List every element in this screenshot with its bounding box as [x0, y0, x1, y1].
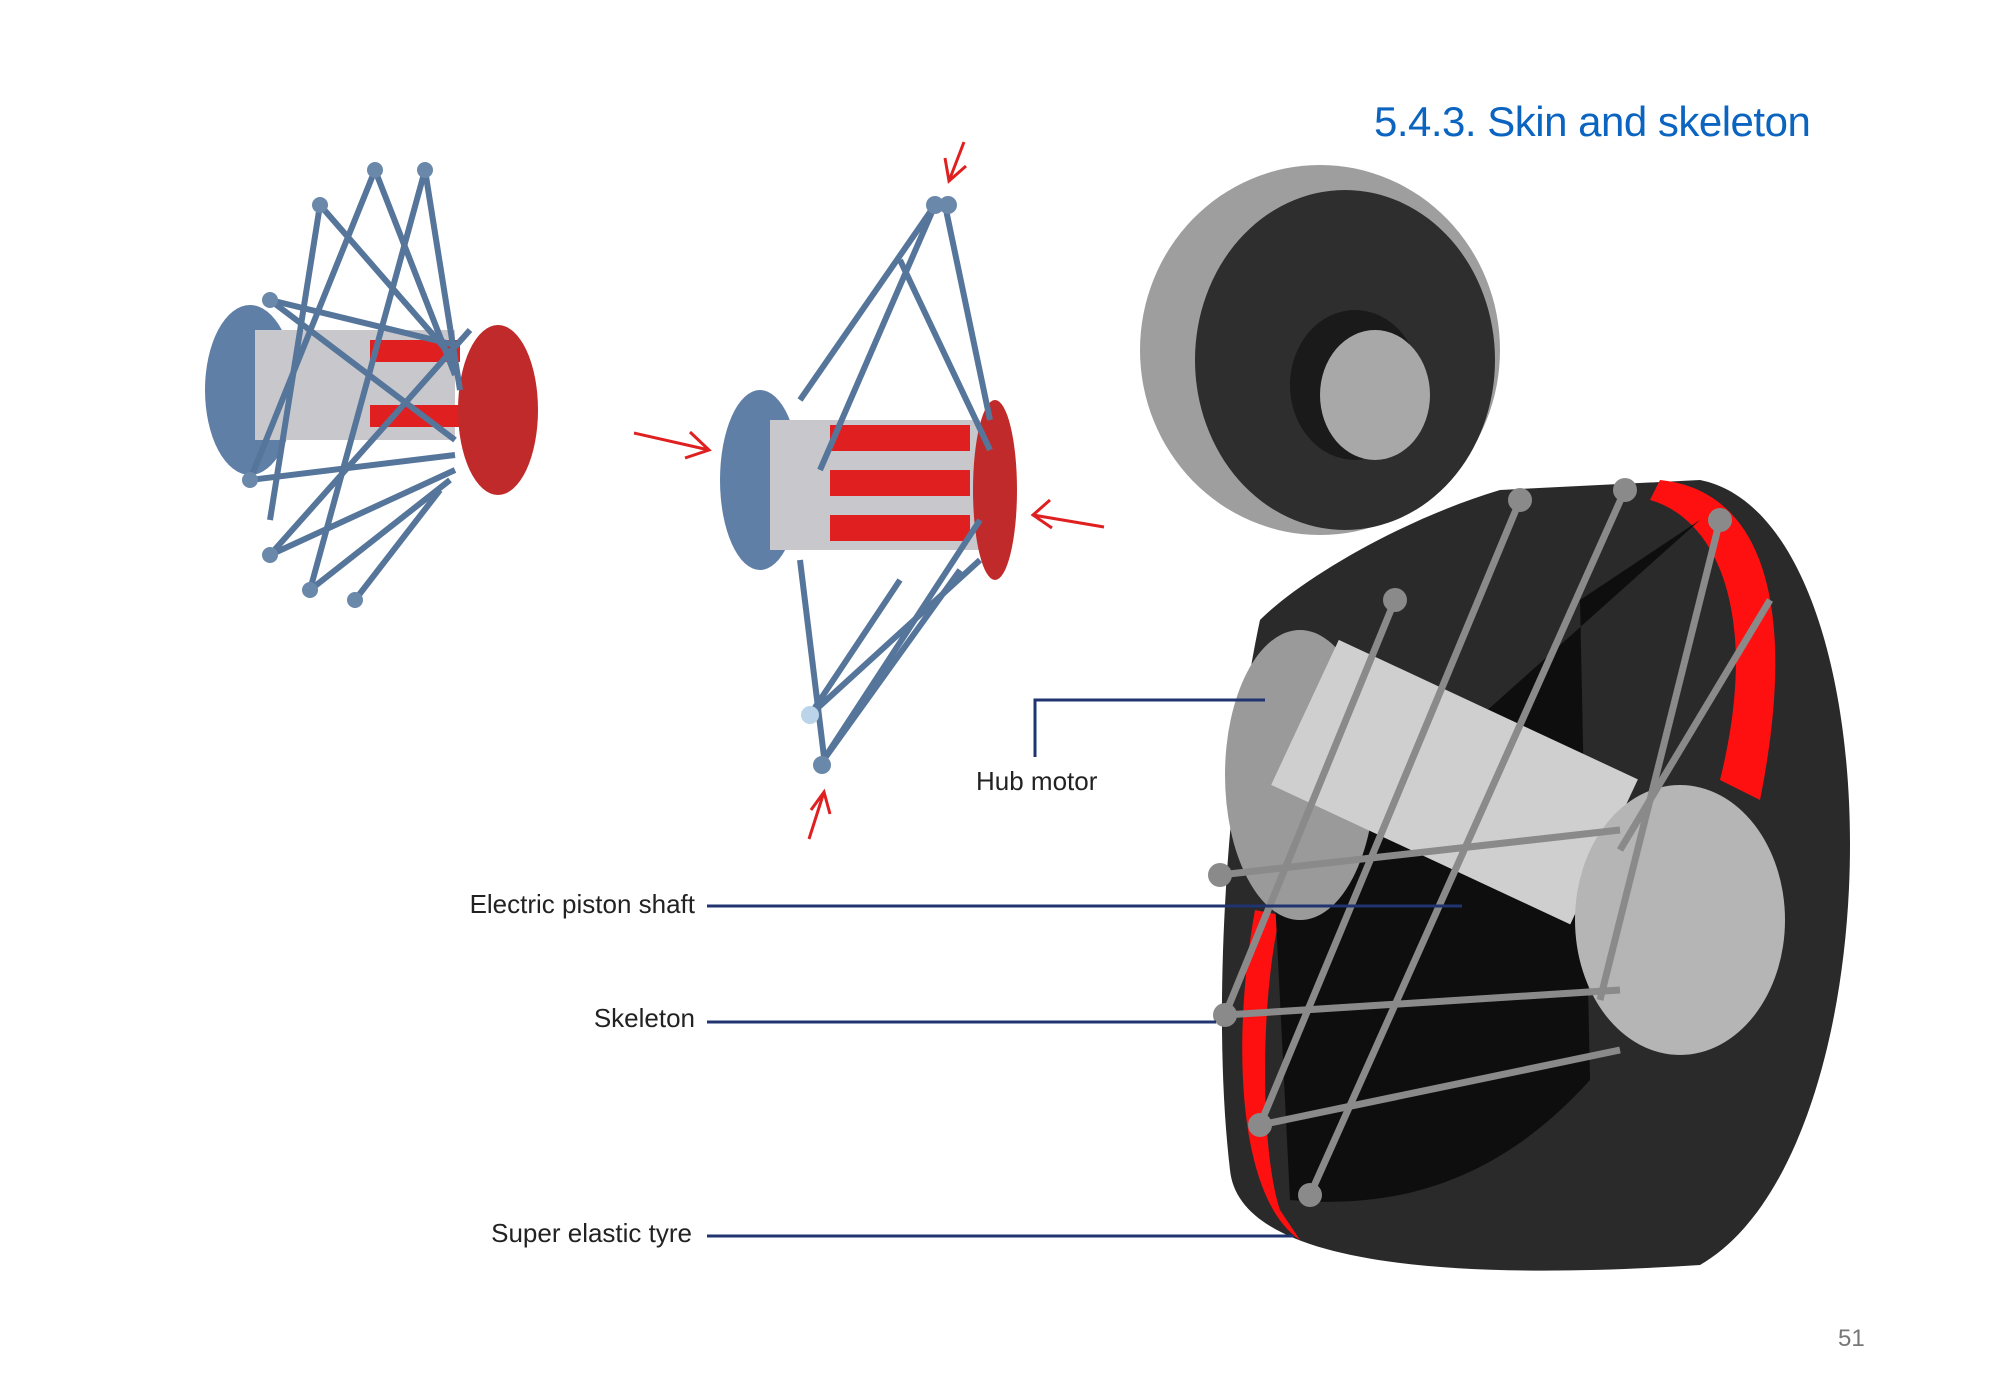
- section-title: 5.4.3. Skin and skeleton: [1374, 98, 1811, 145]
- arrow-icon: [807, 788, 832, 840]
- piston-shaft-label: Electric piston shaft: [469, 889, 695, 919]
- arrow-icon: [943, 141, 967, 184]
- wheel-cutaway: [1208, 478, 1850, 1271]
- skeleton-label: Skeleton: [593, 1003, 695, 1033]
- hub-motor-leader-line: [1033, 698, 1265, 757]
- arrow-icon: [633, 430, 712, 460]
- compression-arrows: [633, 141, 1105, 840]
- wheel-skeleton-compressed: [720, 196, 1017, 774]
- tyre-wheel: [1140, 165, 1500, 535]
- tyre-label: Super elastic tyre: [491, 1218, 692, 1248]
- arrow-icon: [1030, 498, 1105, 530]
- page-number: 51: [1838, 1325, 1865, 1352]
- wheel-skeleton-extended: [205, 162, 538, 608]
- hub-motor-label: Hub motor: [976, 766, 1098, 796]
